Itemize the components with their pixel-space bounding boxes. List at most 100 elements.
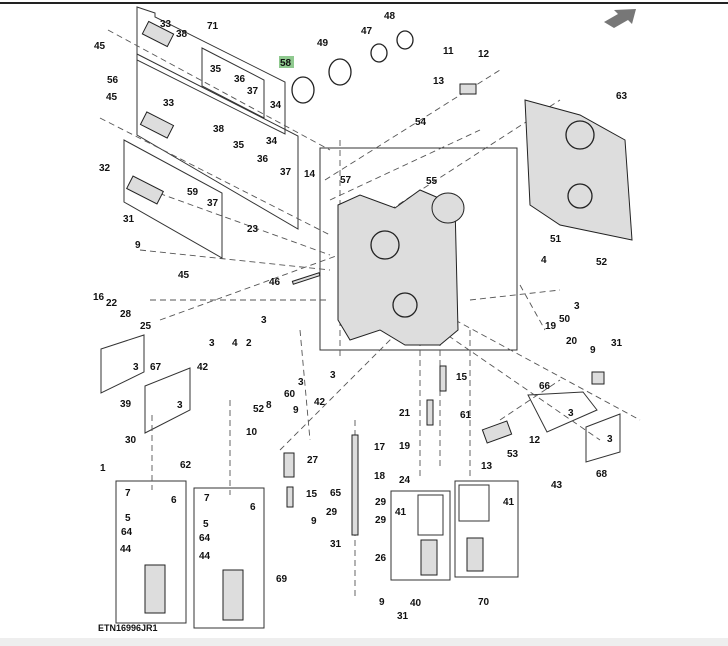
callout-64: 64 — [121, 527, 133, 538]
spring-15b — [439, 365, 447, 392]
callout-14: 14 — [304, 169, 316, 180]
callout-28: 28 — [120, 309, 132, 320]
callout-15: 15 — [306, 489, 318, 500]
callout-5: 5 — [203, 519, 209, 530]
callout-24: 24 — [399, 475, 411, 486]
callout-43: 43 — [551, 480, 563, 491]
callout-7: 7 — [204, 493, 210, 504]
callout-3: 3 — [574, 301, 580, 312]
callout-3: 3 — [568, 408, 574, 419]
filter-55 — [431, 192, 465, 224]
kit-box-69 — [193, 487, 265, 629]
callout-45: 45 — [94, 41, 106, 52]
callout-13: 13 — [481, 461, 493, 472]
kit-box-68 — [585, 413, 621, 463]
callout-44: 44 — [120, 544, 132, 555]
sensor-69 — [222, 569, 244, 621]
callout-41: 41 — [503, 497, 515, 508]
callout-40: 40 — [410, 598, 422, 609]
callout-46: 46 — [269, 277, 281, 288]
bottom-scroll-strip[interactable] — [0, 638, 728, 646]
pin-46 — [291, 272, 321, 285]
callout-19: 19 — [399, 441, 411, 452]
main-body-box-54 — [319, 147, 518, 351]
callout-35: 35 — [233, 140, 245, 151]
spool-21 — [426, 399, 434, 426]
callout-71: 71 — [207, 21, 219, 32]
callout-48: 48 — [384, 11, 396, 22]
callout-29: 29 — [375, 497, 387, 508]
callout-22: 22 — [106, 298, 118, 309]
callout-56: 56 — [107, 75, 119, 86]
bore — [392, 292, 418, 318]
callout-67: 67 — [150, 362, 162, 373]
callout-5: 5 — [125, 513, 131, 524]
seal-49 — [328, 58, 352, 86]
callout-49: 49 — [317, 38, 329, 49]
callout-9: 9 — [311, 516, 317, 527]
callout-27: 27 — [307, 455, 319, 466]
callout-59: 59 — [187, 187, 199, 198]
figure-id: ETN16996JR1 — [98, 623, 158, 633]
callout-31: 31 — [397, 611, 409, 622]
callout-34: 34 — [270, 100, 282, 111]
seal-48 — [396, 30, 414, 50]
callout-31: 31 — [611, 338, 623, 349]
callout-19: 19 — [545, 321, 557, 332]
callout-58: 58 — [280, 58, 292, 69]
callout-18: 18 — [374, 471, 386, 482]
callout-4: 4 — [232, 338, 238, 349]
callout-3: 3 — [607, 434, 613, 445]
valve-11 — [459, 83, 477, 95]
callout-8: 8 — [266, 400, 272, 411]
kit-box-41b — [458, 484, 490, 522]
callout-45: 45 — [178, 270, 190, 281]
callout-23: 23 — [247, 224, 259, 235]
solenoid-33-top — [141, 20, 175, 48]
callout-34: 34 — [266, 136, 278, 147]
bore — [370, 230, 400, 260]
plug-27 — [283, 452, 295, 478]
seal-47 — [370, 43, 388, 63]
kit-box-56 — [136, 53, 299, 230]
callout-54: 54 — [415, 117, 427, 128]
kit-box-39 — [100, 334, 145, 394]
diagram-artwork — [99, 6, 641, 629]
callout-3: 3 — [298, 377, 304, 388]
callout-25: 25 — [140, 321, 152, 332]
sensor-40 — [420, 539, 438, 576]
callout-2: 2 — [246, 338, 252, 349]
callout-29: 29 — [326, 507, 338, 518]
callout-39: 39 — [120, 399, 132, 410]
callout-9: 9 — [135, 240, 141, 251]
callout-50: 50 — [559, 314, 571, 325]
valve-body-57 — [337, 189, 459, 346]
callout-37: 37 — [280, 167, 292, 178]
valve-53 — [481, 420, 513, 444]
callout-32: 32 — [99, 163, 111, 174]
callout-30: 30 — [125, 435, 137, 446]
callout-3: 3 — [209, 338, 215, 349]
callout-36: 36 — [257, 154, 269, 165]
solenoid-32 — [126, 175, 164, 205]
callout-38: 38 — [176, 29, 188, 40]
spring-15 — [286, 486, 294, 508]
callout-20: 20 — [566, 336, 578, 347]
callout-63: 63 — [616, 91, 628, 102]
kit-box-40 — [390, 490, 451, 581]
callout-7: 7 — [125, 488, 131, 499]
callout-3: 3 — [261, 315, 267, 326]
callout-37: 37 — [247, 86, 259, 97]
kit-box-70 — [454, 480, 519, 578]
callout-4: 4 — [541, 255, 547, 266]
callout-29: 29 — [375, 515, 387, 526]
sensor-62 — [144, 564, 166, 614]
kit-box-62 — [115, 480, 187, 624]
callout-highlight-58 — [279, 56, 294, 68]
plate-opening — [565, 120, 595, 150]
callout-52: 52 — [596, 257, 608, 268]
seal-58 — [291, 76, 315, 104]
callout-9: 9 — [293, 405, 299, 416]
